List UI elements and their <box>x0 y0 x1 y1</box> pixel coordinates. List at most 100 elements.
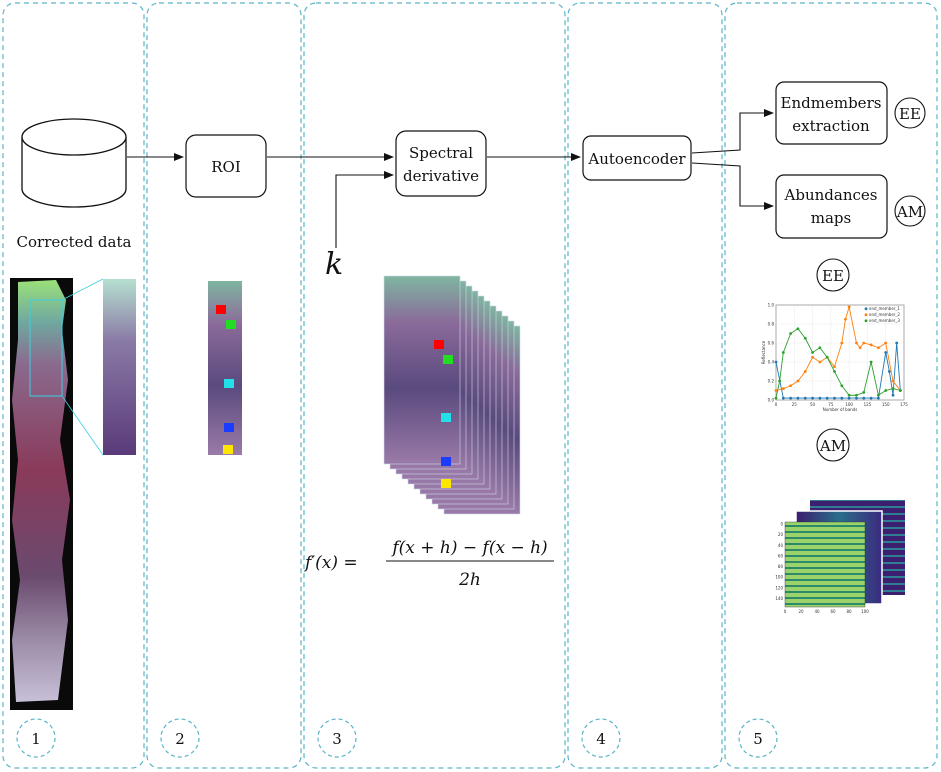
ee-badge <box>894 97 926 129</box>
panel-number-circle-4 <box>581 718 621 758</box>
roi-marker-3 <box>224 379 234 388</box>
chart-legend-marker <box>864 307 868 311</box>
endmembers-box <box>775 81 888 145</box>
chart-point <box>811 351 814 354</box>
panel-number-2: 2 <box>175 730 185 748</box>
map-x-tick-label: 80 <box>846 609 852 614</box>
am-badge-label: AM <box>896 203 923 221</box>
chart-point <box>884 341 888 345</box>
chart-y-tick-label: 0.4 <box>768 360 775 365</box>
panel-number-circle-3 <box>317 718 357 758</box>
chart-point <box>781 396 785 400</box>
panel-number-5: 5 <box>753 730 763 748</box>
panel-1 <box>2 2 145 769</box>
endmembers-label-line1: Endmembers <box>781 94 882 112</box>
chart-point <box>858 346 862 350</box>
flow-arrows <box>127 109 774 248</box>
spectral-derivative-label-line1: Spectral <box>409 144 473 162</box>
ee-badge-label: EE <box>899 105 921 123</box>
panel-number-circle-5 <box>738 718 778 758</box>
map-y-tick-label: 20 <box>778 532 784 537</box>
chart-point <box>811 396 814 400</box>
formula-lhs: f′(x) = <box>303 553 358 573</box>
abundance-map-1 <box>784 521 866 608</box>
chart-y-tick-label: 0.8 <box>768 322 775 327</box>
chart-legend-label: end_member_3 <box>869 318 900 323</box>
panel-number-circle-2 <box>160 718 200 758</box>
am-title-label: AM <box>819 437 846 455</box>
chart-point <box>840 341 844 345</box>
autoencoder-label: Autoencoder <box>587 150 686 168</box>
map-y-tick-label: 100 <box>775 575 783 580</box>
chart-point <box>840 384 844 388</box>
chart-point <box>803 336 807 340</box>
k-input-label: k <box>325 247 343 282</box>
map-y-tick-label: 0 <box>780 522 783 527</box>
am-title-circle <box>816 428 850 462</box>
chart-x-tick-label: 50 <box>810 402 816 407</box>
chart-point <box>840 396 844 400</box>
chart-point <box>818 346 822 350</box>
roi-marker-2 <box>226 320 236 329</box>
zoom-connector-lines <box>61 278 104 456</box>
chart-point <box>778 379 782 383</box>
chart-y-tick-label: 0.6 <box>768 341 775 346</box>
chart-x-axis-label: Number of bands <box>823 407 858 412</box>
abundances-label-line1: Abundances <box>784 186 878 204</box>
chart-point <box>796 379 800 383</box>
derivative-marker-3 <box>441 413 451 422</box>
chart-point <box>833 365 836 369</box>
chart-point <box>847 396 851 400</box>
chart-point <box>862 391 866 394</box>
map-y-tick-label: 140 <box>775 596 783 601</box>
arrow-autoencoder-to-endmembers <box>691 109 774 154</box>
corrected-data-image <box>10 278 73 710</box>
chart-legend-label: end_member_1 <box>869 306 900 311</box>
chart-point <box>887 370 891 373</box>
map-y-tick-label: 40 <box>778 543 784 548</box>
chart-legend-marker <box>864 319 868 323</box>
chart-x-tick-label: 150 <box>882 402 890 407</box>
map-x-tick-label: 20 <box>798 609 804 614</box>
derivative-marker-5 <box>441 479 451 488</box>
panel-number-3: 3 <box>332 730 342 748</box>
derivative-marker-1 <box>434 340 444 349</box>
map-x-tick-label: 100 <box>861 609 869 614</box>
panel-number-1: 1 <box>31 730 41 748</box>
chart-point <box>895 341 899 345</box>
chart-point <box>862 396 866 400</box>
chart-point <box>869 343 873 347</box>
chart-point <box>818 396 822 400</box>
chart-plot-area <box>775 304 905 401</box>
chart-point <box>781 351 785 354</box>
map-x-tick-label: 0 <box>784 609 787 614</box>
arrow-k-to-derivative <box>335 171 394 248</box>
chart-point <box>803 370 807 373</box>
map-y-tick-label: 120 <box>775 585 783 590</box>
derivative-layer <box>383 275 461 465</box>
endmembers-label-line2: extraction <box>792 117 870 135</box>
chart-x-tick-label: 175 <box>900 402 908 407</box>
chart-point <box>833 370 836 373</box>
abundances-label-line2: maps <box>811 209 851 227</box>
chart-point <box>789 384 793 388</box>
chart-point <box>884 351 888 354</box>
chart-point <box>803 396 807 400</box>
roi-marker-1 <box>216 305 226 314</box>
chart-point <box>855 341 858 345</box>
panel-5 <box>724 2 938 769</box>
ee-title-circle <box>816 258 850 292</box>
chart-point <box>855 393 858 397</box>
chart-point <box>825 396 829 400</box>
chart-point <box>781 387 785 390</box>
roi-markers <box>216 305 236 454</box>
derivative-marker-4 <box>441 457 451 466</box>
chart-point <box>877 346 880 350</box>
panel-number-circle-1 <box>16 718 56 758</box>
roi-box <box>185 134 267 198</box>
map-x-tick-label: 60 <box>830 609 836 614</box>
spectral-derivative-label-line2: derivative <box>403 167 479 185</box>
chart-point <box>884 389 888 392</box>
